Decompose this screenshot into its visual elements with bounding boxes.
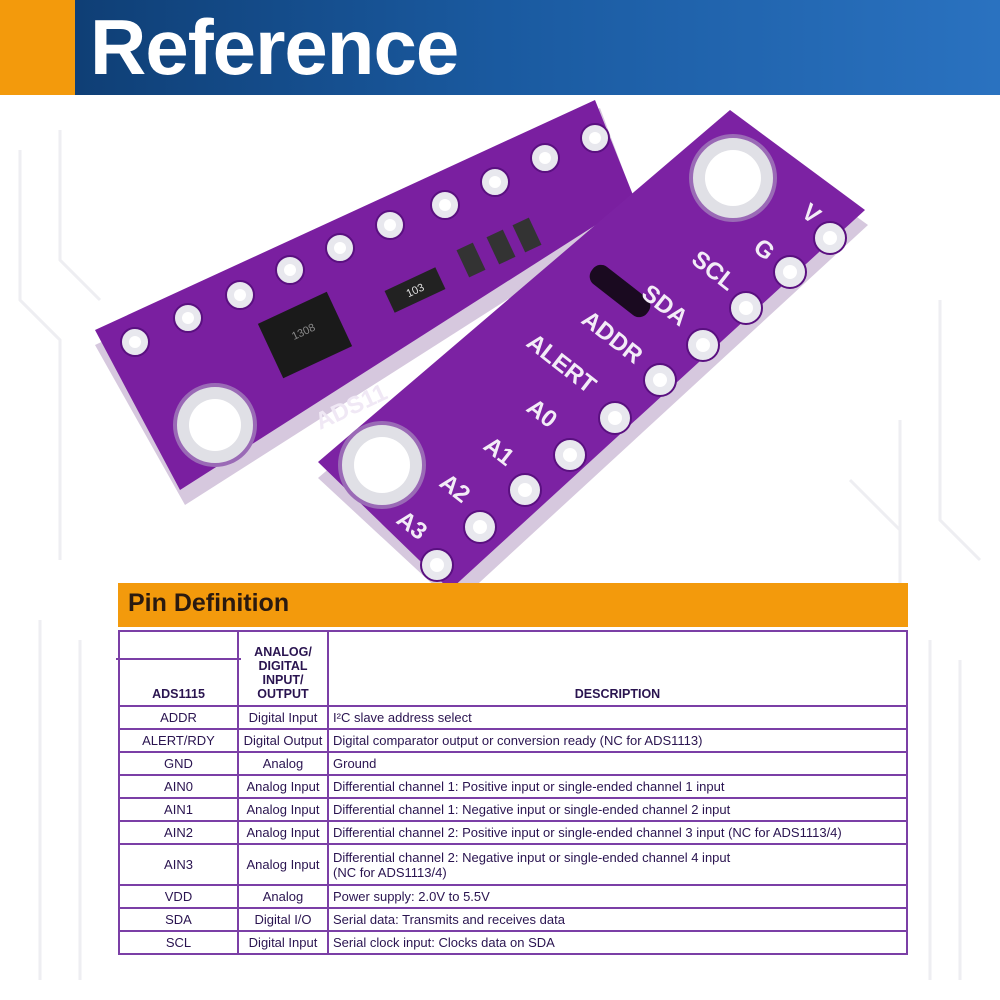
pin-type-cell: Analog Input [237,843,329,886]
front-board: V G SCL SDA ADDR ALERT A0 A1 A2 A3 [318,110,868,605]
pin-description-cell: Differential channel 1: Negative input o… [327,797,908,822]
description-text: Serial clock input: Clocks data on SDA [333,935,555,950]
pin-name-cell: SDA [118,907,239,932]
back-board: 1308 103 ADS11 [95,100,640,505]
pin-name-cell: AIN3 [118,843,239,886]
pin-name-cell: GND [118,751,239,776]
pin-name-cell: SCL [118,930,239,955]
banner-accent [0,0,75,95]
table-header-row: ADS1115 ANALOG/ DIGITAL INPUT/ OUTPUT DE… [116,630,908,707]
pin-description-cell: Differential channel 2: Positive input o… [327,820,908,845]
table-row: AIN2 Analog Input Differential channel 2… [118,820,908,845]
table-row: ALERT/RDY Digital Output Digital compara… [118,728,908,753]
pin-description-cell: Power supply: 2.0V to 5.5V [327,884,908,909]
pin-type-cell: Digital Output [237,728,329,753]
table-row: VDD Analog Power supply: 2.0V to 5.5V [118,884,908,909]
pin-name-cell: AIN0 [118,774,239,799]
header-description: DESCRIPTION [327,630,908,707]
description-text: Power supply: 2.0V to 5.5V [333,889,490,904]
description-text: I²C slave address select [333,710,472,725]
table-row: SDA Digital I/O Serial data: Transmits a… [118,907,908,932]
table-row: GND Analog Ground [118,751,908,776]
pin-type-cell: Analog Input [237,820,329,845]
pin-name-cell: VDD [118,884,239,909]
pin-type-cell: Analog [237,751,329,776]
table-row: SCL Digital Input Serial clock input: Cl… [118,930,908,955]
table-row: AIN0 Analog Input Differential channel 1… [118,774,908,799]
pin-definition-table: ADS1115 ANALOG/ DIGITAL INPUT/ OUTPUT DE… [116,630,908,955]
pin-type-cell: Analog Input [237,797,329,822]
pin-name-cell: ADDR [118,705,239,730]
banner-title: Reference [90,3,459,91]
pin-description-cell: Digital comparator output or conversion … [327,728,908,753]
pin-description-cell: Differential channel 1: Positive input o… [327,774,908,799]
description-text: Serial data: Transmits and receives data [333,912,565,927]
pin-type-cell: Analog [237,884,329,909]
pin-name-cell: AIN1 [118,797,239,822]
table-row: AIN3 Analog Input Differential channel 2… [118,843,908,886]
description-text: Differential channel 1: Negative input o… [333,802,731,817]
pin-name-cell: AIN2 [118,820,239,845]
adc-chip [257,291,353,379]
table-row: ADDR Digital Input I²C slave address sel… [118,705,908,730]
description-text: Differential channel 1: Positive input o… [333,779,725,794]
description-text: Differential channel 2: Negative input o… [333,849,731,865]
description-text: Differential channel 2: Positive input o… [333,825,842,840]
pin-description-cell: Ground [327,751,908,776]
description-text: Ground [333,756,377,771]
pin-type-cell: Digital Input [237,705,329,730]
pin-description-cell: I²C slave address select [327,705,908,730]
table-row: AIN1 Analog Input Differential channel 1… [118,797,908,822]
pin-description-cell: Serial clock input: Clocks data on SDA [327,930,908,955]
description-text: Digital comparator output or conversion … [333,733,703,748]
pin-type-cell: Analog Input [237,774,329,799]
pin-definition-title: Pin Definition [128,589,290,617]
description-note: (NC for ADS1113/4) [333,864,447,880]
pin-type-cell: Digital Input [237,930,329,955]
pin-name-cell: ALERT/RDY [118,728,239,753]
pin-description-cell: Serial data: Transmits and receives data [327,907,908,932]
header-type: ANALOG/ DIGITAL INPUT/ OUTPUT [237,630,329,707]
pin-type-cell: Digital I/O [237,907,329,932]
header-pin: ADS1115 [116,630,241,707]
reference-banner: Reference [0,0,1000,95]
pin-definition-header: Pin Definition [118,583,908,627]
pin-description-cell: Differential channel 2: Negative input o… [327,843,908,886]
